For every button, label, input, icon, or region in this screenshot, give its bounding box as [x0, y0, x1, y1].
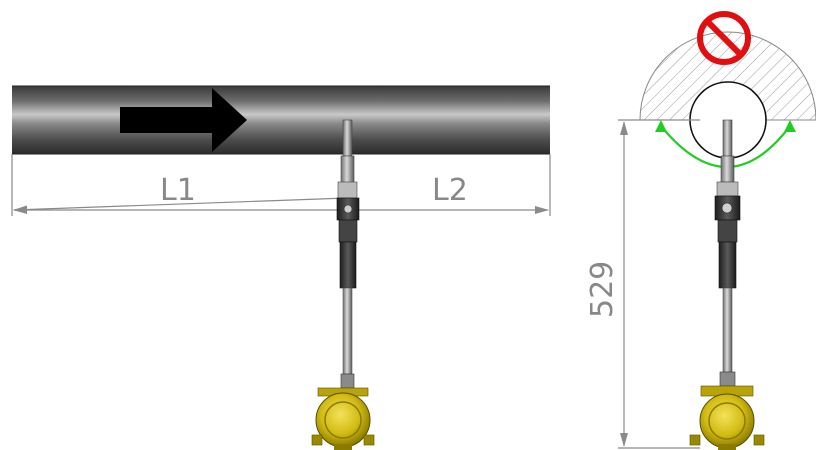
transmitter-housing — [315, 392, 371, 448]
flow-probe-assembly — [311, 119, 375, 450]
flow-probe-assembly-front — [689, 119, 765, 450]
side-view: L1 L2 — [11, 85, 551, 450]
cross-section-view: 529 — [585, 11, 816, 450]
probe-rod-top — [342, 119, 353, 157]
pipe — [12, 86, 550, 154]
dimension-l1-l2: L1 L2 — [11, 154, 551, 216]
probe-rod-lower — [342, 287, 353, 375]
prohibited-zone — [639, 31, 816, 121]
prohibited-icon — [697, 11, 751, 65]
l2-label: L2 — [432, 173, 468, 208]
dimension-height: 529 — [585, 119, 700, 449]
height-label: 529 — [585, 261, 620, 318]
right-arrow-icon — [120, 88, 247, 152]
l1-label: L1 — [160, 173, 196, 208]
